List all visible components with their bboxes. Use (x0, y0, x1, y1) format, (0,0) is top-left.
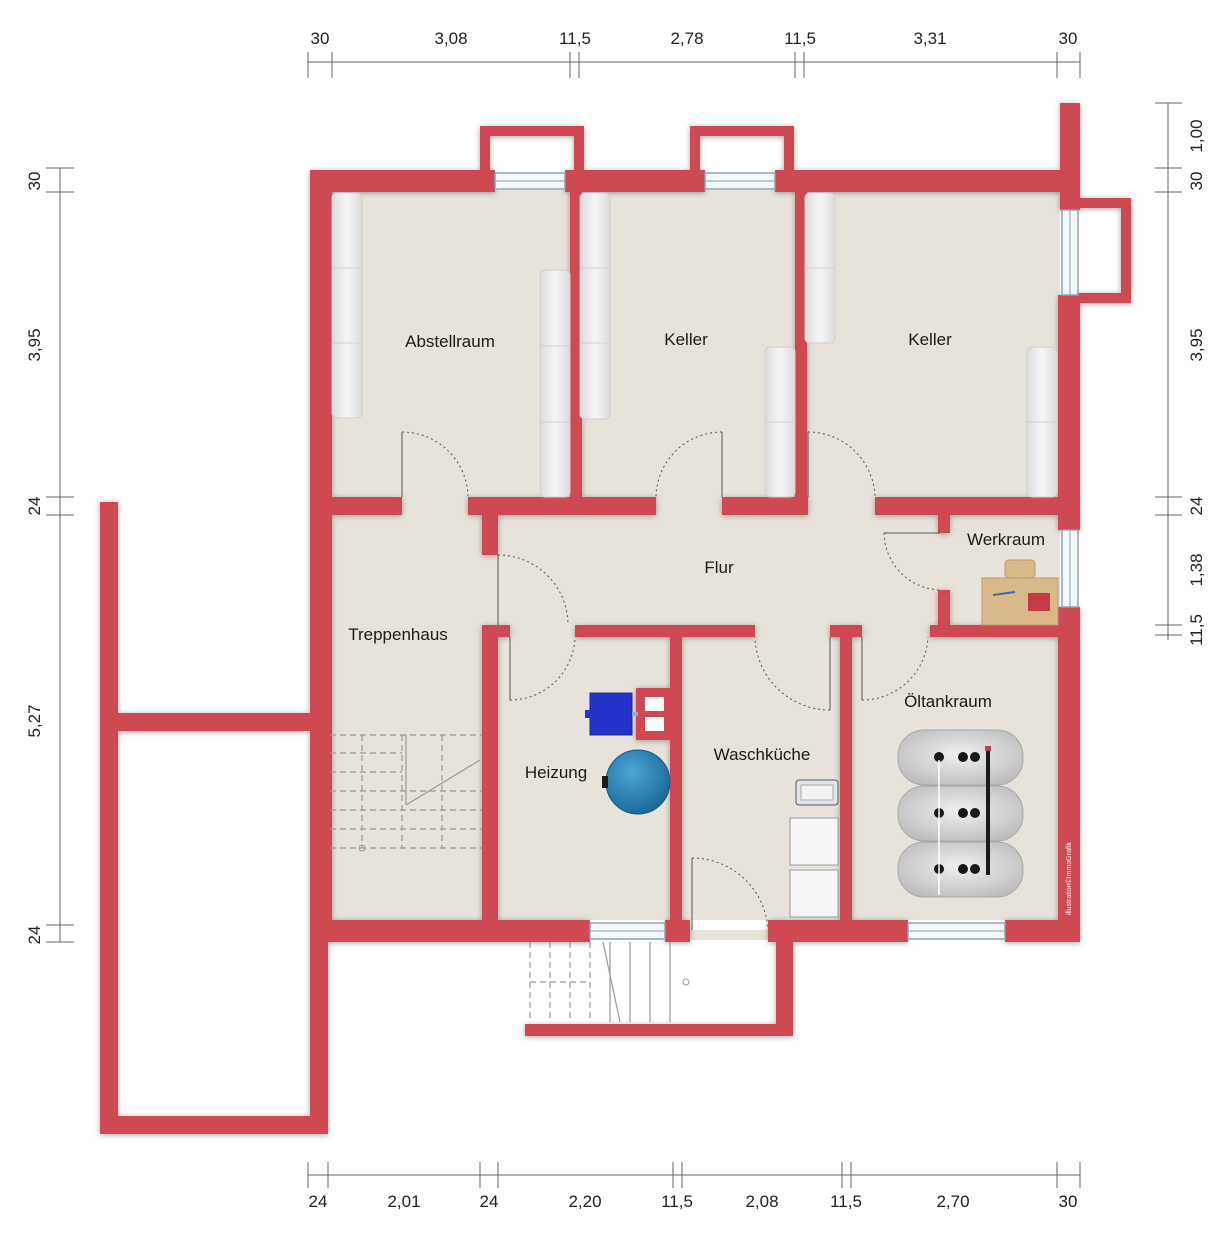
dim-top-3: 11,5 (559, 29, 591, 48)
room-labels: Abstellraum Keller Keller Flur Werkraum … (348, 330, 1045, 782)
dim-right-3: 3,95 (1187, 328, 1206, 361)
laundry-appliances (789, 779, 839, 918)
dim-bottom-5: 11,5 (661, 1192, 693, 1211)
heating-equipment (585, 692, 671, 815)
windows (494, 172, 1079, 940)
dimension-lines (46, 52, 1182, 1188)
watermark: illustration©ImmoGrafik (1065, 842, 1073, 915)
dim-bottom-9: 30 (1059, 1192, 1078, 1211)
dim-top-1: 30 (311, 29, 330, 48)
room-oeltankraum: Öltankraum (904, 692, 992, 711)
dim-right-5: 1,38 (1187, 553, 1206, 586)
dim-right-6: 11,5 (1187, 614, 1206, 646)
dimension-labels-bottom: 24 2,01 24 2,20 11,5 2,08 11,5 2,70 30 (309, 1192, 1078, 1211)
dim-bottom-3: 24 (480, 1192, 499, 1211)
dim-bottom-1: 24 (309, 1192, 328, 1211)
dim-bottom-8: 2,70 (936, 1192, 969, 1211)
workbench (981, 559, 1059, 626)
dimension-labels-top: 30 3,08 11,5 2,78 11,5 3,31 30 (311, 29, 1078, 48)
dim-bottom-7: 11,5 (830, 1192, 862, 1211)
dim-bottom-4: 2,20 (568, 1192, 601, 1211)
dim-left-4: 5,27 (25, 704, 44, 737)
dim-right-4: 24 (1187, 497, 1206, 516)
dim-left-3: 24 (25, 497, 44, 516)
room-waschkueche: Waschküche (714, 745, 811, 764)
stairs-treppenhaus (330, 734, 482, 852)
room-heizung: Heizung (525, 763, 587, 782)
dim-right-2: 30 (1187, 172, 1206, 191)
dim-top-4: 2,78 (670, 29, 703, 48)
dim-top-7: 30 (1059, 29, 1078, 48)
dim-left-5: 24 (25, 926, 44, 945)
dimension-labels-right: 1,00 30 3,95 24 1,38 11,5 (1187, 119, 1206, 645)
dim-top-6: 3,31 (913, 29, 946, 48)
dim-left-1: 30 (25, 172, 44, 191)
room-treppenhaus: Treppenhaus (348, 625, 448, 644)
dim-right-1: 1,00 (1187, 119, 1206, 152)
chimney-flues (645, 697, 664, 731)
dim-top-5: 11,5 (784, 29, 816, 48)
room-keller-1: Keller (664, 330, 708, 349)
room-keller-2: Keller (908, 330, 952, 349)
stairs-outside (529, 941, 690, 1023)
dim-top-2: 3,08 (434, 29, 467, 48)
doors (401, 431, 941, 931)
dim-bottom-2: 2,01 (387, 1192, 420, 1211)
dimension-labels-left: 30 3,95 24 5,27 24 (25, 172, 44, 945)
room-flur: Flur (704, 558, 734, 577)
walls (100, 103, 1131, 1134)
room-abstellraum: Abstellraum (405, 332, 495, 351)
room-werkraum: Werkraum (967, 530, 1045, 549)
dim-left-2: 3,95 (25, 328, 44, 361)
shelving (331, 192, 1058, 498)
dim-bottom-6: 2,08 (745, 1192, 778, 1211)
oil-tanks (897, 729, 1024, 898)
